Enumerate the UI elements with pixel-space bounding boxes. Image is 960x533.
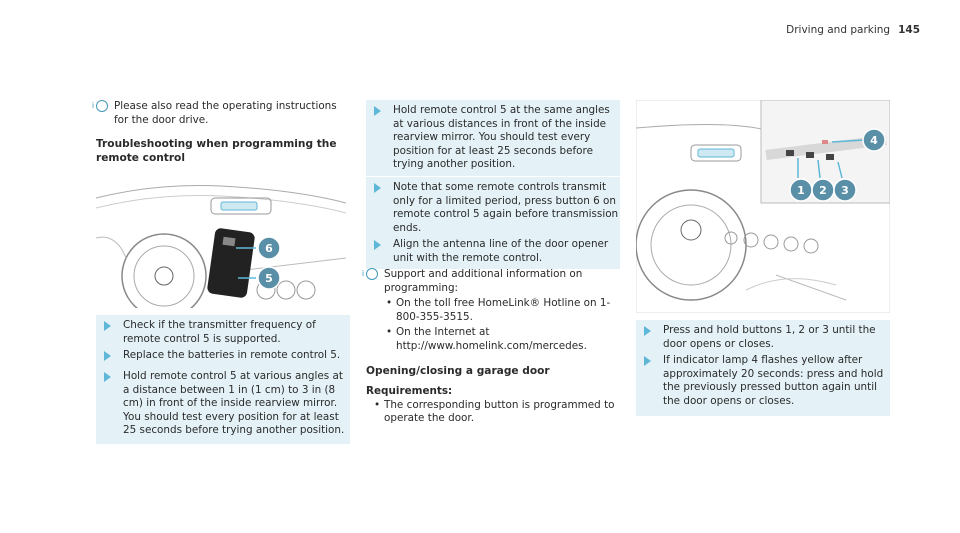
step-arrow-icon <box>104 372 111 382</box>
section-title: Driving and parking <box>786 24 891 36</box>
info-icon: i <box>92 100 108 112</box>
col2-step-2: Note that some remote controls transmit … <box>366 177 620 239</box>
step-text: Hold remote control 5 at the same angles… <box>393 104 610 170</box>
step-arrow-icon <box>104 321 111 331</box>
callout-6: 6 <box>265 242 273 255</box>
support-note-text: Support and additional information on pr… <box>384 268 583 294</box>
col1-step-3: Hold remote control 5 at various angles … <box>96 366 350 444</box>
callout-4: 4 <box>870 134 878 147</box>
bullet-hotline: On the toll free HomeLink® Hotline on 1-… <box>366 297 620 324</box>
step-arrow-icon <box>644 356 651 366</box>
callout-1: 1 <box>797 184 805 197</box>
step-text: Replace the batteries in remote control … <box>123 349 341 361</box>
step-text: Hold remote control 5 at various angles … <box>123 370 345 436</box>
garage-door-heading: Opening/closing a garage door <box>366 365 550 377</box>
page-number: 145 <box>898 24 920 36</box>
col2-heading: Opening/closing a garage door <box>366 365 620 379</box>
callout-3: 3 <box>841 184 849 197</box>
col1-note-text: Please also read the operating instructi… <box>114 100 337 126</box>
requirements: Requirements: The corresponding button i… <box>366 385 620 426</box>
troubleshooting-heading: Troubleshooting when programming the rem… <box>96 138 337 164</box>
col1-note: i Please also read the operating instruct… <box>92 100 346 127</box>
step-arrow-icon <box>374 240 381 250</box>
remote-control-illustration: 6 5 <box>95 178 347 319</box>
requirement-item: The corresponding button is programmed t… <box>366 399 620 426</box>
col1-heading: Troubleshooting when programming the rem… <box>96 138 346 165</box>
col2-step-1: Hold remote control 5 at the same angles… <box>366 100 620 176</box>
step-text: Align the antenna line of the door opene… <box>393 238 609 264</box>
requirements-label: Requirements: <box>366 385 453 397</box>
step-text: Check if the transmitter frequency of re… <box>123 319 316 345</box>
col1-step-1: Check if the transmitter frequency of re… <box>96 315 350 350</box>
callout-2: 2 <box>819 184 827 197</box>
col2-step-3: Align the antenna line of the door opene… <box>366 234 620 269</box>
col1-step-2: Replace the batteries in remote control … <box>96 345 350 367</box>
homelink-illustration: 4 1 2 3 <box>635 99 891 314</box>
step-text: If indicator lamp 4 flashes yellow after… <box>663 354 884 407</box>
step-arrow-icon <box>104 351 111 361</box>
step-arrow-icon <box>374 183 381 193</box>
step-text: Note that some remote controls transmit … <box>393 181 619 234</box>
col3-step-2: If indicator lamp 4 flashes yellow after… <box>636 350 890 416</box>
callout-5: 5 <box>265 272 273 285</box>
bullet-internet: On the Internet at http://www.homelink.c… <box>366 326 620 353</box>
col2-support-note: i Support and additional information on p… <box>362 268 620 353</box>
step-text: Press and hold buttons 1, 2 or 3 until t… <box>663 324 876 350</box>
page-header: Driving and parking 145 <box>786 24 920 38</box>
info-icon: i <box>362 268 378 280</box>
col3-step-1: Press and hold buttons 1, 2 or 3 until t… <box>636 320 890 355</box>
step-arrow-icon <box>374 106 381 116</box>
step-arrow-icon <box>644 326 651 336</box>
